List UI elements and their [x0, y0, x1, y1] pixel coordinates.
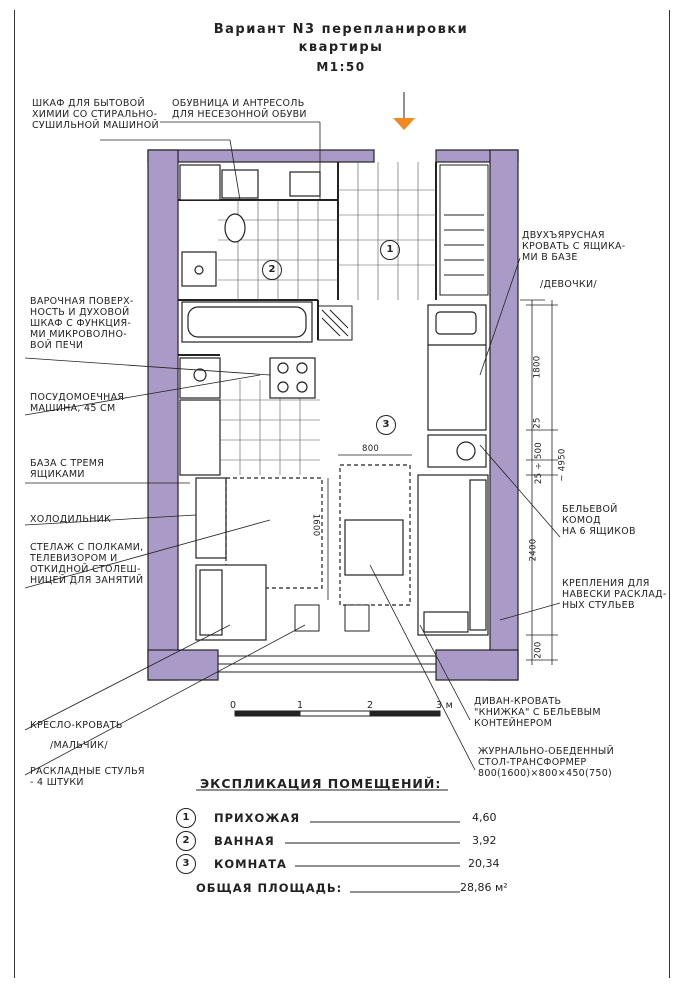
- explication-num-3: 3: [176, 854, 196, 874]
- entrance-arrow-icon: [393, 118, 415, 130]
- scale-tick-0: 0: [230, 700, 237, 711]
- armchair-bed: [195, 564, 267, 641]
- shoe-cabinet: [317, 305, 353, 341]
- dim-200: 200: [533, 641, 544, 659]
- toilet-icon: [224, 213, 246, 243]
- explication-num-2: 2: [176, 831, 196, 851]
- label-krepleniya: КРЕПЛЕНИЯ ДЛЯ НАВЕСКИ РАСКЛАД- НЫХ СТУЛЬ…: [562, 578, 667, 611]
- label-baza: БАЗА С ТРЕМЯ ЯЩИКАМИ: [30, 458, 105, 480]
- room-2-marker: 2: [262, 260, 282, 280]
- explication-num-1: 1: [176, 808, 196, 828]
- explication-name-2: ВАННАЯ: [214, 834, 275, 848]
- sofa-bed: [417, 474, 489, 636]
- label-belevoy: БЕЛЬЕВОЙ КОМОД НА 6 ЯЩИКОВ: [562, 504, 636, 537]
- explication-lines: [196, 789, 460, 893]
- label-stulya: РАСКЛАДНЫЕ СТУЛЬЯ - 4 ШТУКИ: [30, 766, 145, 788]
- room-1-marker: 1: [380, 240, 400, 260]
- scale-bar: [234, 710, 441, 717]
- explication-name-1: ПРИХОЖАЯ: [214, 811, 301, 825]
- title-line2: квартиры: [298, 40, 384, 55]
- bathroom-fixtures: [179, 164, 321, 343]
- label-divan: ДИВАН-КРОВАТЬ "КНИЖКА" С БЕЛЬЕВЫМ КОНТЕЙ…: [474, 696, 601, 729]
- walls: [147, 149, 519, 681]
- title-line1: Вариант N3 перепланировки: [213, 22, 469, 37]
- label-dvuh: ДВУХЪЯРУСНАЯ КРОВАТЬ С ЯЩИКА- МИ В БАЗЕ: [522, 230, 626, 263]
- explication-title: ЭКСПЛИКАЦИЯ ПОМЕЩЕНИЙ:: [200, 776, 442, 791]
- dim-1800: 1800: [532, 355, 543, 379]
- explication-area-2: 3,92: [472, 834, 497, 847]
- label-kreslo: КРЕСЛО-КРОВАТЬ: [30, 720, 123, 731]
- dim-800: 800: [362, 444, 380, 454]
- explication-total-label: ОБЩАЯ ПЛОЩАДЬ:: [196, 881, 343, 895]
- explication-area-3: 20,34: [468, 857, 500, 870]
- dim-1600: 1600: [310, 513, 321, 537]
- label-shkaf-byt: ШКАФ ДЛЯ БЫТОВОЙ ХИМИИ СО СТИРАЛЬНО- СУШ…: [32, 98, 159, 131]
- sheet-frame: [14, 10, 670, 978]
- scale-label: М1:50: [316, 60, 366, 74]
- leader-lines: [24, 121, 561, 776]
- scale-tick-1: 1: [297, 700, 304, 711]
- bunk-bed: [427, 304, 487, 431]
- label-stol: ЖУРНАЛЬНО-ОБЕДЕННЫЙ СТОЛ-ТРАНСФОРМЕР 800…: [478, 746, 615, 779]
- dim-4950: ~ 4950: [557, 448, 568, 482]
- explication-total-value: 28,86 м²: [460, 881, 508, 894]
- hall-wardrobe: [439, 164, 489, 296]
- dresser: [427, 434, 487, 468]
- label-devochki: /ДЕВОЧКИ/: [540, 279, 597, 290]
- explication-name-3: КОМНАТА: [214, 857, 287, 871]
- window: [218, 655, 436, 673]
- folding-chairs: [294, 604, 370, 632]
- label-obuvnica: ОБУВНИЦА И АНТРЕСОЛЬ ДЛЯ НЕСЕЗОННОЙ ОБУВ…: [172, 98, 307, 120]
- scale-tick-3: 3 м: [436, 700, 454, 711]
- dim-25a: 25: [532, 417, 543, 429]
- hall-tiles: [338, 162, 436, 300]
- dim-2400: 2400: [528, 538, 539, 562]
- label-malchik: /МАЛЬЧИК/: [50, 740, 108, 751]
- dimension-lines: [327, 300, 558, 665]
- dim-25-500: 25 ÷ 500: [533, 442, 544, 484]
- label-holodilnik: ХОЛОДИЛЬНИК: [30, 514, 112, 525]
- label-posudomoechnaya: ПОСУДОМОЕЧНАЯ МАШИНА, 45 СМ: [30, 392, 125, 414]
- cooktop-icon: [269, 357, 316, 399]
- transformer-table: [339, 464, 411, 606]
- label-stellazh: СТЕЛАЖ С ПОЛКАМИ, ТЕЛЕВИЗОРОМ И ОТКИДНОЙ…: [30, 542, 144, 586]
- kitchen-units: [179, 357, 316, 476]
- explication-area-1: 4,60: [472, 811, 497, 824]
- sink-kitchen-icon: [193, 368, 207, 382]
- label-varochnaya: ВАРОЧНАЯ ПОВЕРХ- НОСТЬ И ДУХОВОЙ ШКАФ С …: [30, 296, 134, 351]
- scale-tick-2: 2: [367, 700, 374, 711]
- shelving-unit: [195, 477, 323, 589]
- room-3-marker: 3: [376, 415, 396, 435]
